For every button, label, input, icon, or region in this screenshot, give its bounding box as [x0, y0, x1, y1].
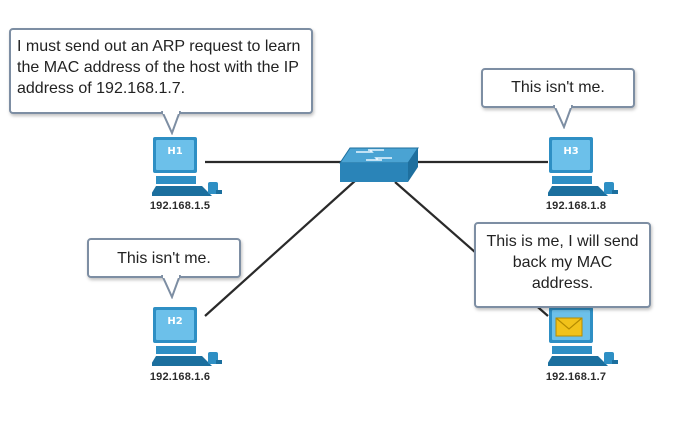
ip-label-h1: 192.168.1.5 [149, 200, 211, 212]
host-h3[interactable]: H3 [546, 136, 624, 202]
ip-label-h2: 192.168.1.6 [149, 371, 211, 383]
bubble-tail [160, 111, 182, 135]
speech-bubble-h3: This isn't me. [481, 68, 635, 108]
switch-icon [339, 147, 419, 182]
bubble-text: This isn't me. [117, 250, 211, 267]
ip-label-h4: 192.168.1.7 [545, 371, 607, 383]
speech-bubble-h4: This is me, I will send back my MAC addr… [474, 222, 651, 308]
bubble-tail [552, 105, 574, 129]
computer-icon [150, 307, 222, 366]
ip-label-h3: 192.168.1.8 [545, 200, 607, 212]
host-h4[interactable] [546, 306, 624, 372]
bubble-tail [160, 275, 182, 299]
computer-icon [546, 307, 618, 366]
host-label: H1 [167, 146, 183, 157]
bubble-text: I must send out an ARP request to learn … [17, 38, 301, 97]
computer-icon [546, 137, 618, 196]
cable-h2-switch [204, 179, 357, 317]
host-h2[interactable]: H2 [150, 306, 228, 372]
computer-icon [150, 137, 222, 196]
host-h1[interactable]: H1 [150, 136, 228, 202]
speech-bubble-h2: This isn't me. [87, 238, 241, 278]
host-label: H3 [563, 146, 579, 157]
host-label: H2 [167, 316, 183, 327]
bubble-text: This is me, I will send back my MAC addr… [486, 233, 639, 292]
envelope-icon [555, 317, 583, 337]
speech-bubble-h1: I must send out an ARP request to learn … [9, 28, 313, 114]
bubble-text: This isn't me. [511, 79, 605, 96]
